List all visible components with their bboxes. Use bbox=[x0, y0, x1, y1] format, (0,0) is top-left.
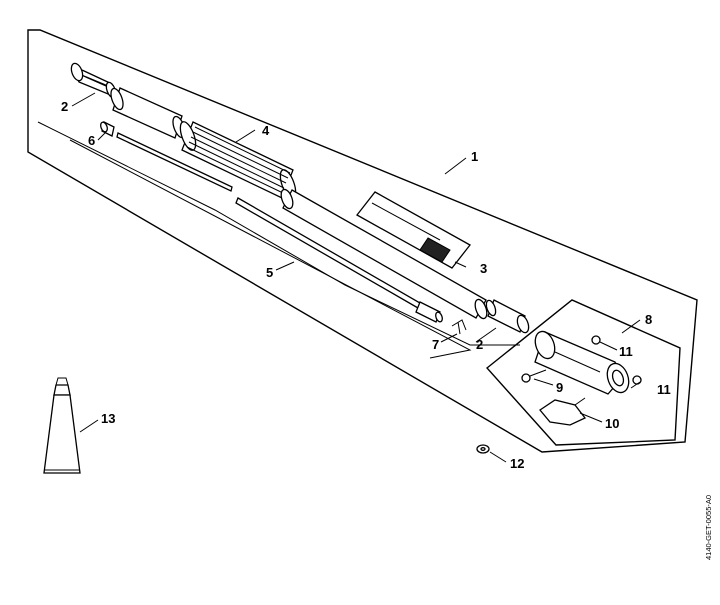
callout-2-left: 2 bbox=[61, 99, 68, 114]
callout-8: 8 bbox=[645, 312, 652, 327]
drawing-code: 4140-GET-0055-A0 bbox=[704, 495, 713, 560]
handle-bracket bbox=[534, 330, 630, 395]
long-tube bbox=[280, 188, 488, 320]
washer bbox=[476, 444, 490, 454]
short-tube bbox=[110, 87, 186, 139]
bushing bbox=[100, 121, 115, 137]
callout-7: 7 bbox=[432, 337, 439, 352]
label-sticker bbox=[356, 191, 471, 269]
callout-3: 3 bbox=[480, 261, 487, 276]
circlip bbox=[451, 319, 467, 335]
callout-4: 4 bbox=[262, 123, 270, 138]
shaft-group-line-lower bbox=[69, 139, 472, 359]
callout-1: 1 bbox=[471, 149, 478, 164]
grip-handle bbox=[179, 121, 297, 199]
nut-upper bbox=[591, 335, 601, 345]
callout-12: 12 bbox=[510, 456, 524, 471]
callout-10: 10 bbox=[605, 416, 619, 431]
end-plug-right bbox=[485, 299, 530, 334]
callout-11-upper: 11 bbox=[619, 344, 633, 359]
drive-shaft bbox=[116, 132, 443, 323]
callout-11-lower: 11 bbox=[657, 382, 671, 397]
bracket-frame bbox=[485, 299, 681, 446]
assembly-frame bbox=[27, 29, 698, 453]
screw bbox=[521, 369, 547, 383]
grease-tube bbox=[43, 377, 81, 474]
leader-lines bbox=[71, 92, 641, 463]
callout-6: 6 bbox=[88, 133, 95, 148]
callout-2-right: 2 bbox=[476, 337, 483, 352]
callout-9: 9 bbox=[556, 380, 563, 395]
nut-lower bbox=[632, 375, 642, 385]
callout-5: 5 bbox=[266, 265, 273, 280]
shaft-group-line bbox=[37, 121, 520, 346]
callout-13: 13 bbox=[101, 411, 115, 426]
end-plug-left bbox=[70, 62, 117, 99]
star-knob bbox=[539, 397, 587, 426]
